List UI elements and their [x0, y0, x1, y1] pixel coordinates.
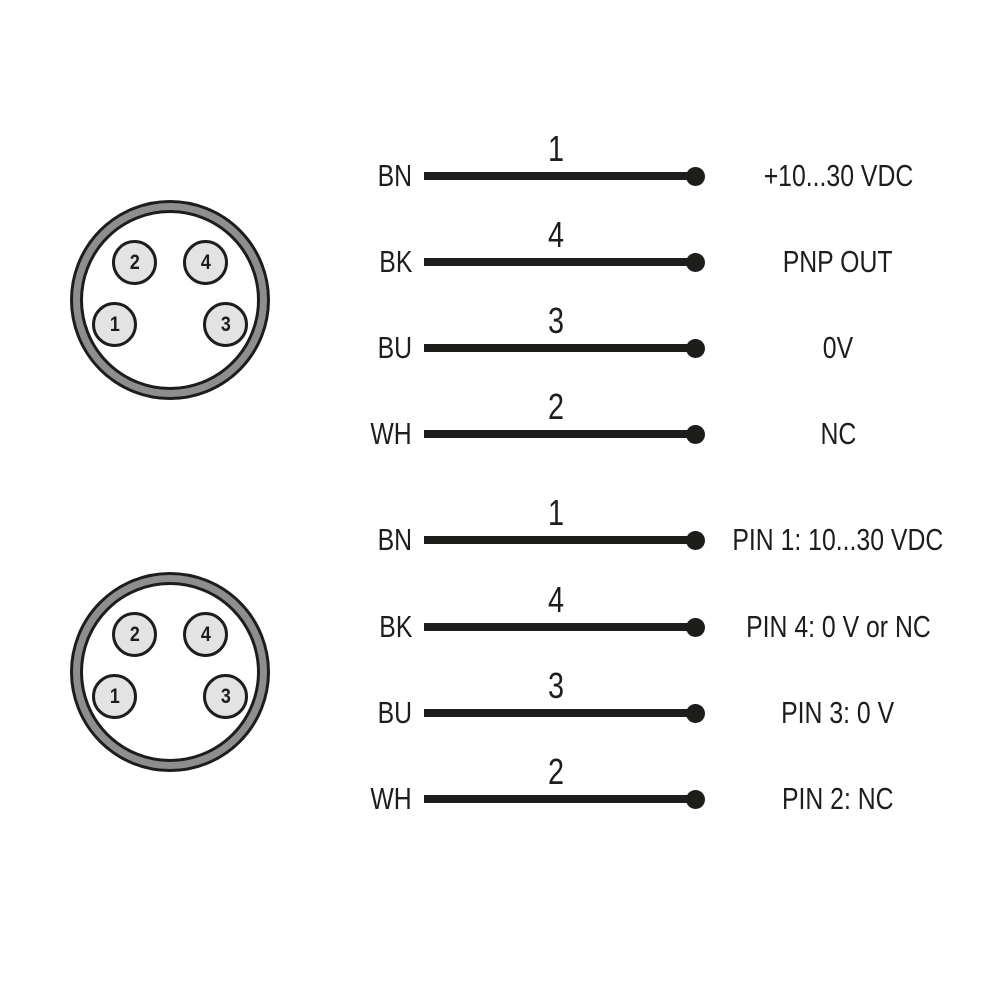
- pin-1: 1: [92, 302, 137, 347]
- wire-color-text: BU: [377, 695, 412, 730]
- wire-color-text: WH: [370, 416, 412, 451]
- pin-number-label: 2: [424, 754, 688, 790]
- signal-text: PIN 4: 0 V or NC: [745, 609, 931, 644]
- wire-endpoint-dot: [686, 531, 705, 550]
- pin-3: 3: [203, 674, 248, 719]
- signal-text: PNP OUT: [783, 244, 893, 279]
- wire-color-text: BK: [378, 244, 412, 279]
- pin-4-label: 4: [200, 251, 211, 274]
- pin-number-label: 3: [424, 668, 688, 704]
- signal-text: 0V: [822, 330, 854, 365]
- wire-color-label: BN: [292, 524, 412, 555]
- signal-label: PNP OUT: [688, 246, 988, 277]
- signal-text: NC: [820, 416, 856, 451]
- wire-color-label: BU: [292, 697, 412, 728]
- wire-endpoint-dot: [686, 167, 705, 186]
- wire-line: [424, 536, 688, 544]
- pin-2: 2: [112, 612, 157, 657]
- connector-face-bottom: 2 4 1 3: [70, 572, 270, 772]
- wire-color-label: WH: [292, 418, 412, 449]
- connector-inner-face: [80, 210, 260, 390]
- pin-2-label: 2: [129, 251, 140, 274]
- signal-text: PIN 1: 10...30 VDC: [732, 522, 944, 557]
- wire-color-label: BK: [292, 611, 412, 642]
- signal-text: PIN 2: NC: [782, 781, 894, 816]
- pin-2-label: 2: [129, 623, 140, 646]
- pin-number-label: 4: [424, 582, 688, 618]
- pin-number-text: 2: [547, 751, 565, 792]
- wire-color-label: BN: [292, 160, 412, 191]
- pin-3: 3: [203, 302, 248, 347]
- pin-number-text: 3: [547, 300, 565, 341]
- pin-3-label: 3: [220, 685, 231, 708]
- wire-endpoint-dot: [686, 704, 705, 723]
- connector-face-top: 2 4 1 3: [70, 200, 270, 400]
- connector-inner-face: [80, 582, 260, 762]
- pin-1-label: 1: [109, 313, 120, 336]
- wire-line: [424, 623, 688, 631]
- wire-color-text: BK: [378, 609, 412, 644]
- pin-4: 4: [183, 612, 228, 657]
- wire-line: [424, 709, 688, 717]
- wire-color-label: BU: [292, 332, 412, 363]
- signal-label: 0V: [688, 332, 988, 363]
- wire-color-text: BU: [377, 330, 412, 365]
- wire-color-text: BN: [377, 522, 412, 557]
- signal-label: PIN 4: 0 V or NC: [688, 611, 988, 642]
- wire-color-label: BK: [292, 246, 412, 277]
- pin-number-text: 4: [547, 579, 565, 620]
- pin-4-label: 4: [200, 623, 211, 646]
- signal-label: +10...30 VDC: [688, 160, 988, 191]
- wire-line: [424, 172, 688, 180]
- pin-3-label: 3: [220, 313, 231, 336]
- wire-endpoint-dot: [686, 618, 705, 637]
- pin-number-text: 4: [547, 214, 565, 255]
- wire-endpoint-dot: [686, 253, 705, 272]
- pin-number-text: 1: [547, 492, 565, 533]
- signal-text: +10...30 VDC: [763, 158, 913, 193]
- pin-number-label: 1: [424, 131, 688, 167]
- wire-line: [424, 430, 688, 438]
- wire-line: [424, 795, 688, 803]
- pin-number-label: 1: [424, 495, 688, 531]
- signal-label: PIN 3: 0 V: [688, 697, 988, 728]
- wire-endpoint-dot: [686, 425, 705, 444]
- wire-color-text: WH: [370, 781, 412, 816]
- pin-number-label: 3: [424, 303, 688, 339]
- signal-label: PIN 1: 10...30 VDC: [688, 524, 988, 555]
- pin-1-label: 1: [109, 685, 120, 708]
- pin-number-text: 3: [547, 665, 565, 706]
- signal-text: PIN 3: 0 V: [781, 695, 895, 730]
- signal-label: PIN 2: NC: [688, 783, 988, 814]
- pin-number-text: 2: [547, 386, 565, 427]
- wire-line: [424, 344, 688, 352]
- wire-color-text: BN: [377, 158, 412, 193]
- pin-number-text: 1: [547, 128, 565, 169]
- wire-endpoint-dot: [686, 339, 705, 358]
- pin-1: 1: [92, 674, 137, 719]
- pin-4: 4: [183, 240, 228, 285]
- pin-number-label: 2: [424, 389, 688, 425]
- pin-number-label: 4: [424, 217, 688, 253]
- pin-2: 2: [112, 240, 157, 285]
- wire-line: [424, 258, 688, 266]
- wire-endpoint-dot: [686, 790, 705, 809]
- signal-label: NC: [688, 418, 988, 449]
- wire-color-label: WH: [292, 783, 412, 814]
